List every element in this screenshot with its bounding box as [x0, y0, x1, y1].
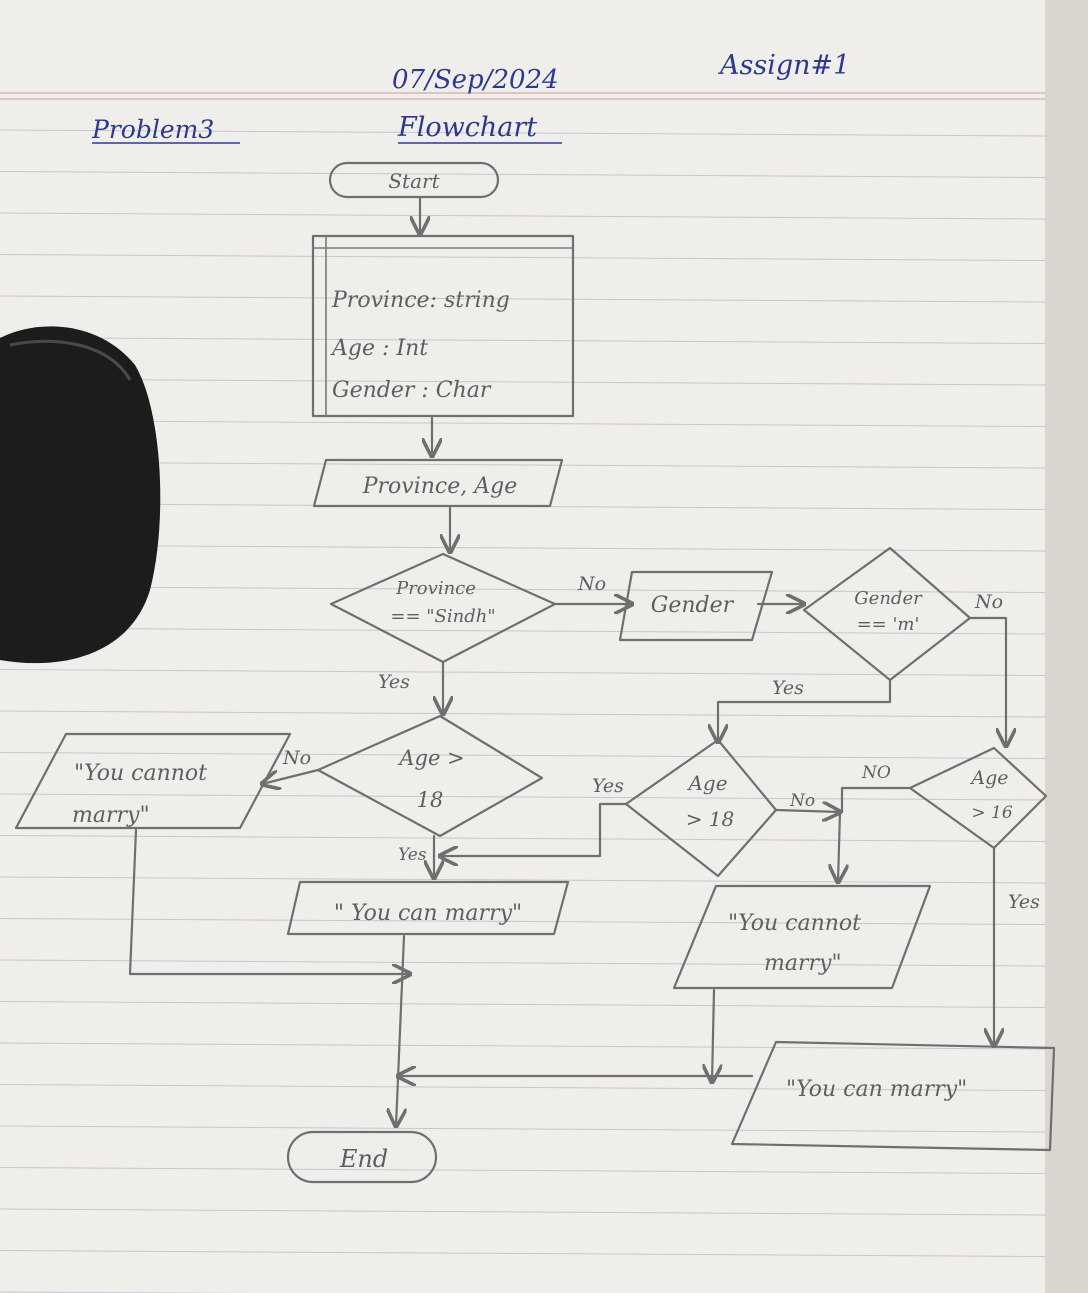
arrow-to-cannot-right: [838, 810, 840, 882]
input-province-age-label: Province, Age: [362, 474, 518, 499]
ruled-line: [0, 254, 1046, 261]
ruled-line: [0, 876, 1046, 884]
label-no-age-right: No: [789, 791, 815, 811]
decision-age-18-right: [624, 738, 778, 878]
end-label: End: [339, 1145, 388, 1173]
ruled-line: [0, 1250, 1046, 1257]
ruled-line: [0, 337, 1046, 344]
arrow-age-right-yes: [440, 802, 628, 856]
ruled-line: [0, 212, 1046, 220]
ruled-line: [0, 793, 1046, 801]
input-gender: [618, 570, 774, 642]
ruled-line: [0, 1042, 1046, 1050]
ruled-line: [0, 378, 1046, 386]
output-can-marry-center: [286, 880, 570, 936]
label-no-province: No: [577, 573, 606, 595]
ruled-line: [0, 1125, 1046, 1133]
arrow-can-center-to-end: [396, 934, 404, 1126]
label-yes-age-left: Yes: [398, 845, 427, 865]
connector-age16-no: [840, 786, 912, 814]
output-cannot-marry-left: [14, 732, 292, 830]
problem-label: Problem3: [91, 115, 214, 144]
label-yes-gender: Yes: [772, 677, 804, 699]
input-gender-label: Gender: [651, 593, 735, 618]
output-can-center-label: " You can marry": [334, 901, 522, 926]
arrow-cannot-right-down: [712, 988, 714, 1082]
output-cannot-left-line2: marry": [72, 803, 150, 828]
decision-gender-line2: == 'm': [857, 614, 920, 635]
arrow-gender-yes: [718, 678, 892, 742]
ruled-line: [0, 544, 1046, 552]
flowchart-title: Flowchart: [397, 112, 537, 143]
ruled-line: [0, 171, 1046, 178]
ruled-line: [0, 1001, 1046, 1008]
label-yes-age16: Yes: [1008, 891, 1040, 913]
decision-age16-line1: Age: [969, 767, 1008, 789]
label-yes-age-right: Yes: [592, 775, 624, 797]
output-cannot-left-line1: "You cannot: [74, 761, 207, 786]
output-can-marry-right: [730, 1040, 1056, 1152]
arrow-age-right-no: [774, 810, 840, 812]
label-yes-province: Yes: [378, 671, 410, 693]
declare-age: Age : Int: [330, 336, 428, 361]
ruled-line: [0, 835, 1046, 842]
decision-age-right-line2: > 18: [686, 807, 735, 831]
arrow-age-left-no: [262, 768, 320, 784]
label-no-age-left: No: [282, 747, 311, 769]
decision-age-right-line1: Age: [686, 771, 727, 795]
ruled-line: [0, 129, 1046, 137]
ruled-line: [0, 1208, 1046, 1216]
decision-age-left-line2: 18: [417, 788, 444, 812]
object-highlight: [9, 339, 132, 381]
output-cannot-marry-right: [672, 884, 932, 990]
earbud-case-object: [0, 326, 161, 664]
decision-age-left-line1: Age >: [397, 746, 464, 770]
ruled-line: [0, 295, 1046, 303]
input-province-age: [312, 458, 564, 508]
declare-province: Province: string: [331, 288, 510, 313]
output-cannot-right-line1: "You cannot: [728, 911, 861, 936]
declaration-box: [311, 234, 575, 418]
assignment-label: Assign#1: [717, 50, 850, 81]
ruled-line: [0, 918, 1046, 925]
end-terminator: [286, 1130, 438, 1184]
decision-age16-line2: > 16: [971, 803, 1012, 823]
decision-province-line2: == "Sindh": [390, 606, 495, 627]
ruled-line: [0, 752, 1046, 759]
ruled-line: [0, 461, 1046, 469]
label-no-gender: No: [974, 591, 1003, 613]
ruled-line: [0, 710, 1046, 718]
date-label: 07/Sep/2024: [392, 65, 559, 95]
output-cannot-right-line2: marry": [764, 951, 842, 976]
arrow-cannot-left-to-end: [128, 828, 410, 974]
arrow-gender-no: [968, 616, 1006, 746]
decision-gender-line1: Gender: [854, 588, 923, 609]
declare-gender: Gender : Char: [332, 378, 492, 403]
start-label: Start: [388, 169, 440, 193]
decision-age-18-left: [316, 714, 544, 838]
decision-province-line1: Province: [395, 578, 476, 599]
ruled-line: [0, 627, 1046, 635]
output-can-right-label: "You can marry": [786, 1077, 967, 1102]
label-no-age-16: NO: [861, 763, 891, 783]
ruled-line: [0, 1167, 1046, 1174]
ruled-line: [0, 1084, 1046, 1091]
ruled-line: [0, 669, 1046, 676]
ruled-line: [0, 959, 1046, 967]
start-terminator: [328, 161, 500, 199]
ruled-line: [0, 420, 1046, 427]
